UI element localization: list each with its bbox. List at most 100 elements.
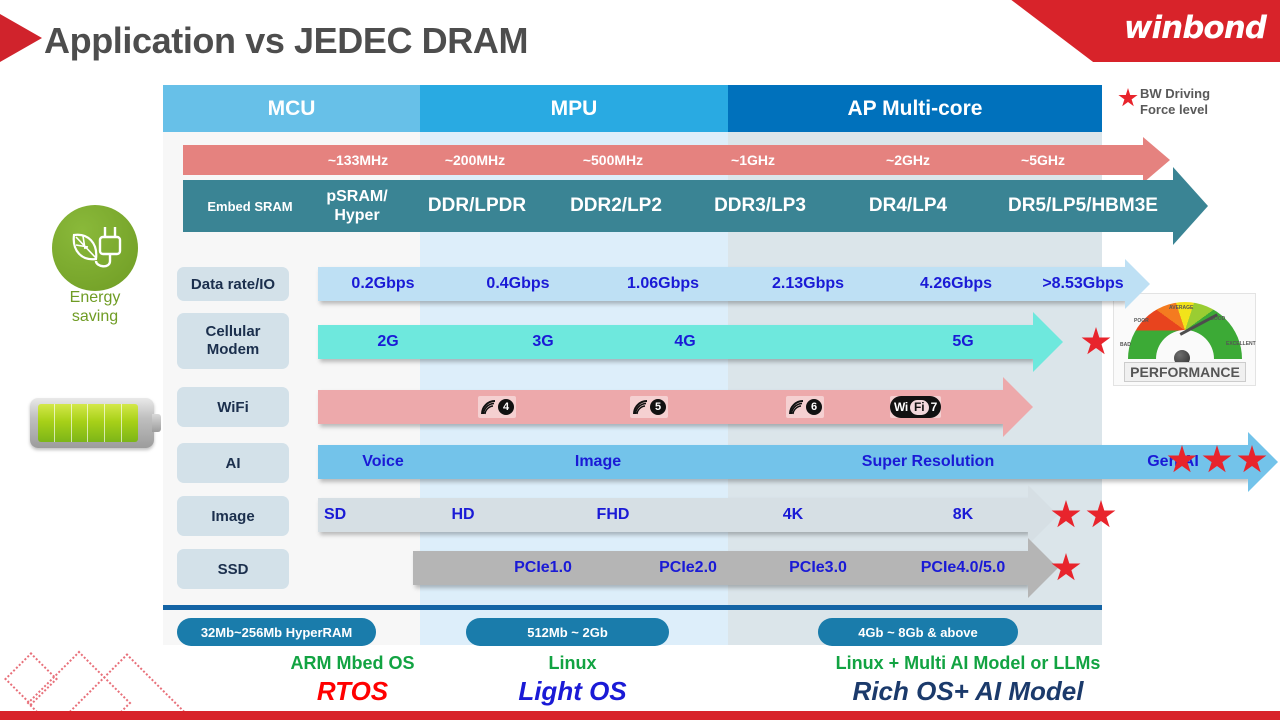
freq-value-5: ~5GHz bbox=[1021, 152, 1065, 168]
performance-gauge: BAD POOR AVERAGE GOOD EXCELLENT PERFORMA… bbox=[1113, 293, 1256, 386]
ssd-value-3: PCIe4.0/5.0 bbox=[920, 559, 1006, 576]
ai-value-1: Image bbox=[574, 453, 622, 470]
ssd-value-0: PCIe1.0 bbox=[514, 559, 572, 576]
freq-value-1: ~200MHz bbox=[444, 152, 506, 168]
memory-value-4: DDR3/LP3 bbox=[714, 195, 806, 216]
row-bar-data-rate: 0.2Gbps 0.4Gbps 1.06Gbps 2.13Gbps 4.26Gb… bbox=[318, 267, 1125, 301]
gauge-tick-poor: POOR bbox=[1134, 318, 1149, 324]
row-label-ai[interactable]: AI bbox=[177, 443, 289, 483]
brand-logo-winbond: winbond bbox=[1123, 10, 1267, 46]
page-title: Application vs JEDEC DRAM bbox=[44, 20, 529, 61]
legend-line-1: BW Driving bbox=[1140, 86, 1211, 101]
cellular-value-0: 2G bbox=[377, 333, 399, 350]
bottom-rule bbox=[0, 711, 1280, 720]
cellular-value-3: 5G bbox=[952, 333, 974, 350]
legend-line-2: Force level bbox=[1140, 102, 1208, 117]
cellular-arrow-head bbox=[1033, 312, 1063, 372]
os-big-ap: Rich OS+ AI Model bbox=[852, 676, 1084, 706]
image-value-0: SD bbox=[324, 506, 347, 523]
os-big-mcu: RTOS bbox=[316, 676, 389, 706]
memory-value-1: pSRAM/Hyper bbox=[326, 188, 388, 224]
image-value-1: HD bbox=[451, 506, 475, 523]
os-green-mcu: ARM Mbed OS bbox=[290, 653, 415, 673]
comparison-chart: MCU MPU AP Multi-core ~133MHz ~200MHz ~5… bbox=[163, 85, 1278, 645]
data-rate-arrow-head bbox=[1125, 259, 1150, 309]
cellular-value-1: 3G bbox=[532, 333, 554, 350]
memory-value-5: DR4/LP4 bbox=[868, 195, 948, 216]
data-rate-value-4: 4.26Gbps bbox=[919, 275, 993, 292]
freq-value-3: ~1GHz bbox=[731, 152, 775, 168]
memory-arrow-head bbox=[1173, 167, 1208, 245]
frequency-arrow-head bbox=[1143, 137, 1170, 183]
data-rate-value-5: >8.53Gbps bbox=[1042, 275, 1124, 292]
freq-value-2: ~500MHz bbox=[582, 152, 644, 168]
row-bar-cellular-modem: 2G 3G 4G 5G bbox=[318, 325, 1033, 359]
image-value-3: 4K bbox=[782, 506, 804, 523]
capacity-pill-mcu: 32Mb~256Mb HyperRAM bbox=[177, 618, 376, 646]
leaf-plug-icon bbox=[72, 227, 122, 268]
column-header-mcu[interactable]: MCU bbox=[163, 85, 420, 132]
energy-saving-icon bbox=[52, 205, 138, 291]
memory-bar: Embed SRAM pSRAM/Hyper DDR/LPDR DDR2/LP2… bbox=[183, 180, 1173, 232]
ssd-arrow-head bbox=[1028, 538, 1058, 598]
freq-value-4: ~2GHz bbox=[886, 152, 930, 168]
os-big-mpu: Light OS bbox=[518, 676, 627, 706]
row-label-data-rate[interactable]: Data rate/IO bbox=[177, 267, 289, 301]
column-header-mpu[interactable]: MPU bbox=[420, 85, 728, 132]
wifi4-badge: 4 bbox=[478, 396, 516, 418]
memory-value-3: DDR2/LP2 bbox=[570, 195, 662, 216]
battery-fill bbox=[38, 404, 138, 442]
capacity-pill-mpu: 512Mb ~ 2Gb bbox=[466, 618, 669, 646]
gauge-tick-bad: BAD bbox=[1120, 342, 1131, 348]
energy-label-line-1: Energy bbox=[69, 289, 121, 306]
data-rate-value-3: 2.13Gbps bbox=[771, 275, 845, 292]
wifi-generation-5: 5 bbox=[650, 399, 666, 415]
battery-terminal bbox=[152, 414, 161, 432]
divider-rule bbox=[163, 605, 1102, 610]
star-icon bbox=[1118, 88, 1138, 107]
freq-value-0: ~133MHz bbox=[327, 152, 389, 168]
row-bar-ai: Voice Image Super Resolution Gen.AI bbox=[318, 445, 1248, 479]
memory-value-0: Embed SRAM bbox=[207, 198, 293, 214]
ssd-value-2: PCIe3.0 bbox=[789, 559, 847, 576]
ssd-value-1: PCIe2.0 bbox=[659, 559, 717, 576]
wifi-generation-6: 6 bbox=[806, 399, 822, 415]
gauge-label: PERFORMANCE bbox=[1124, 362, 1246, 382]
row-label-wifi[interactable]: WiFi bbox=[177, 387, 289, 427]
energy-saving-label: Energy saving bbox=[40, 288, 150, 326]
os-green-ap: Linux + Multi AI Model or LLMs bbox=[835, 653, 1101, 673]
gauge-tick-good: GOOD bbox=[1210, 316, 1226, 322]
data-rate-value-2: 1.06Gbps bbox=[626, 275, 700, 292]
wifi-fan-icon bbox=[789, 399, 804, 414]
image-arrow-head bbox=[1028, 485, 1058, 545]
ai-value-0: Voice bbox=[362, 453, 404, 470]
row-bar-ssd: PCIe1.0 PCIe2.0 PCIe3.0 PCIe4.0/5.0 bbox=[413, 551, 1028, 585]
wifi-fan-icon bbox=[481, 399, 496, 414]
wifi-generation-4: 4 bbox=[498, 399, 514, 415]
row-label-image[interactable]: Image bbox=[177, 496, 289, 536]
wifi-fan-icon bbox=[633, 399, 648, 414]
image-value-2: FHD bbox=[596, 506, 630, 523]
capacity-pill-ap: 4Gb ~ 8Gb & above bbox=[818, 618, 1018, 646]
row-bar-image: SD HD FHD 4K 8K bbox=[318, 498, 1028, 532]
ai-value-2: Super Resolution bbox=[861, 453, 995, 470]
row-label-ssd[interactable]: SSD bbox=[177, 549, 289, 589]
legend-label: BW Driving Force level bbox=[1140, 86, 1210, 118]
energy-label-line-2: saving bbox=[71, 308, 119, 325]
column-header-ap[interactable]: AP Multi-core bbox=[728, 85, 1102, 132]
memory-value-6: DR5/LP5/HBM3E bbox=[1008, 195, 1158, 216]
gauge-tick-excellent: EXCELLENT bbox=[1226, 341, 1256, 347]
gauge-tick-average: AVERAGE bbox=[1169, 305, 1194, 311]
title-arrow-icon bbox=[0, 14, 42, 62]
frequency-bar: ~133MHz ~200MHz ~500MHz ~1GHz ~2GHz ~5GH… bbox=[183, 145, 1143, 175]
os-green-mpu: Linux bbox=[548, 653, 597, 673]
data-rate-value-0: 0.2Gbps bbox=[351, 275, 415, 292]
memory-value-2: DDR/LPDR bbox=[427, 195, 527, 216]
battery-full-icon bbox=[30, 398, 154, 448]
wifi-arrow-head bbox=[1003, 377, 1033, 437]
wifi6-badge: 6 bbox=[786, 396, 824, 418]
